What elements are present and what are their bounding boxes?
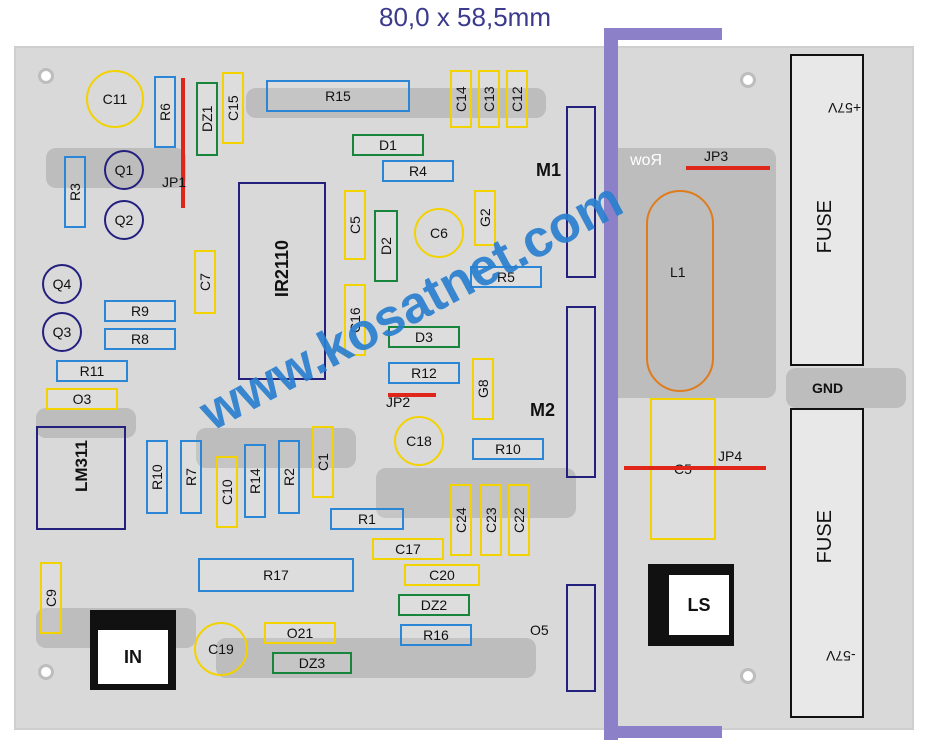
label-row: Row <box>630 152 663 169</box>
label-jp3: JP3 <box>704 148 729 164</box>
diode-d2: D2 <box>374 210 398 282</box>
heatsink-top <box>604 28 722 40</box>
ic-ir2110 <box>238 182 326 380</box>
inductor-l1 <box>646 190 714 392</box>
mounting-hole <box>38 664 54 680</box>
label-jp4: JP4 <box>718 448 743 464</box>
capacitor-c6: C6 <box>414 208 464 258</box>
component-o3: O3 <box>46 388 118 410</box>
transistor-q3: Q3 <box>42 312 82 352</box>
mosfet-m2 <box>566 306 596 478</box>
label-fuse-top: FUSE <box>814 200 836 254</box>
capacitor-c1: C1 <box>312 426 334 498</box>
component-g8: G8 <box>472 358 494 420</box>
trace <box>246 88 546 118</box>
diode-d3: D3 <box>388 326 460 348</box>
capacitor-c20: C20 <box>404 564 480 586</box>
jumper-jp4-line <box>624 466 766 470</box>
label-fuse-bottom: FUSE <box>814 510 836 564</box>
transistor-q2: Q2 <box>104 200 144 240</box>
trace <box>606 148 776 398</box>
capacitor-c24: C24 <box>450 484 472 556</box>
label-l1: L1 <box>670 264 686 280</box>
resistor-r6: R6 <box>154 76 176 148</box>
label-m1: M1 <box>536 160 562 180</box>
capacitor-c19: C19 <box>194 622 248 676</box>
zener-dz1: DZ1 <box>196 82 218 156</box>
label-lm311: LM311 <box>72 440 91 492</box>
input-connector: IN <box>90 610 176 690</box>
label-plus57v: +57V <box>828 100 862 116</box>
transistor-o5-outline <box>566 584 596 692</box>
speaker-connector: LS <box>648 564 734 646</box>
resistor-r1: R1 <box>330 508 404 530</box>
capacitor-c18: C18 <box>394 416 444 466</box>
resistor-r2: R2 <box>278 440 300 514</box>
input-connector-inner: IN <box>98 630 168 684</box>
board-dimensions-title: 80,0 x 58,5mm <box>379 2 551 32</box>
heatsink-vertical <box>604 28 618 740</box>
resistor-r5: R5 <box>470 266 542 288</box>
transistor-q1: Q1 <box>104 150 144 190</box>
capacitor-c11: C11 <box>86 70 144 128</box>
capacitor-c10: C10 <box>216 456 238 528</box>
resistor-r10-left: R10 <box>146 440 168 514</box>
label-ls: LS <box>687 594 711 615</box>
capacitor-c23: C23 <box>480 484 502 556</box>
resistor-r11: R11 <box>56 360 128 382</box>
trace <box>196 428 356 468</box>
label-jp2: JP2 <box>386 394 411 410</box>
capacitor-c14: C14 <box>450 70 472 128</box>
component-o21: O21 <box>264 622 336 644</box>
zener-dz2: DZ2 <box>398 594 470 616</box>
resistor-r3: R3 <box>64 156 86 228</box>
resistor-r10-right: R10 <box>472 438 544 460</box>
transistor-q4: Q4 <box>42 264 82 304</box>
capacitor-c15: C15 <box>222 72 244 144</box>
mounting-hole <box>740 668 756 684</box>
trace <box>36 408 136 438</box>
resistor-r7: R7 <box>180 440 202 514</box>
mosfet-m1 <box>566 106 596 278</box>
resistor-r4: R4 <box>382 160 454 182</box>
label-minus57v: -57V <box>826 648 856 664</box>
fuse-holder-top <box>790 54 864 366</box>
resistor-r17: R17 <box>198 558 354 592</box>
label-ir2110: IR2110 <box>272 240 292 298</box>
trace <box>216 638 536 678</box>
mounting-hole <box>38 68 54 84</box>
label-o5: O5 <box>530 622 549 638</box>
label-m2: M2 <box>530 400 556 420</box>
ic-lm311 <box>36 426 126 530</box>
trace <box>376 468 576 518</box>
resistor-r9: R9 <box>104 300 176 322</box>
capacitor-c9: C9 <box>40 562 62 634</box>
fuse-holder-bottom <box>790 408 864 718</box>
resistor-r16: R16 <box>400 624 472 646</box>
resistor-r8: R8 <box>104 328 176 350</box>
zener-dz3: DZ3 <box>272 652 352 674</box>
capacitor-c5: C5 <box>344 190 366 260</box>
jumper-jp1-line <box>181 78 185 208</box>
jumper-jp3-line <box>686 166 770 170</box>
capacitor-c17: C17 <box>372 538 444 560</box>
resistor-r15: R15 <box>266 80 410 112</box>
trace <box>786 368 906 408</box>
diode-d1: D1 <box>352 134 424 156</box>
resistor-r14: R14 <box>244 444 266 518</box>
mounting-hole <box>740 72 756 88</box>
label-jp1: JP1 <box>162 174 187 190</box>
capacitor-c22: C22 <box>508 484 530 556</box>
capacitor-c7: C7 <box>194 250 216 314</box>
speaker-connector-inner: LS <box>669 575 729 635</box>
label-gnd: GND <box>812 380 844 396</box>
capacitor-c13: C13 <box>478 70 500 128</box>
resistor-r12: R12 <box>388 362 460 384</box>
capacitor-c12: C12 <box>506 70 528 128</box>
jumper-jp2-line <box>388 393 436 397</box>
heatsink-bottom <box>604 726 722 738</box>
label-in: IN <box>124 646 142 667</box>
